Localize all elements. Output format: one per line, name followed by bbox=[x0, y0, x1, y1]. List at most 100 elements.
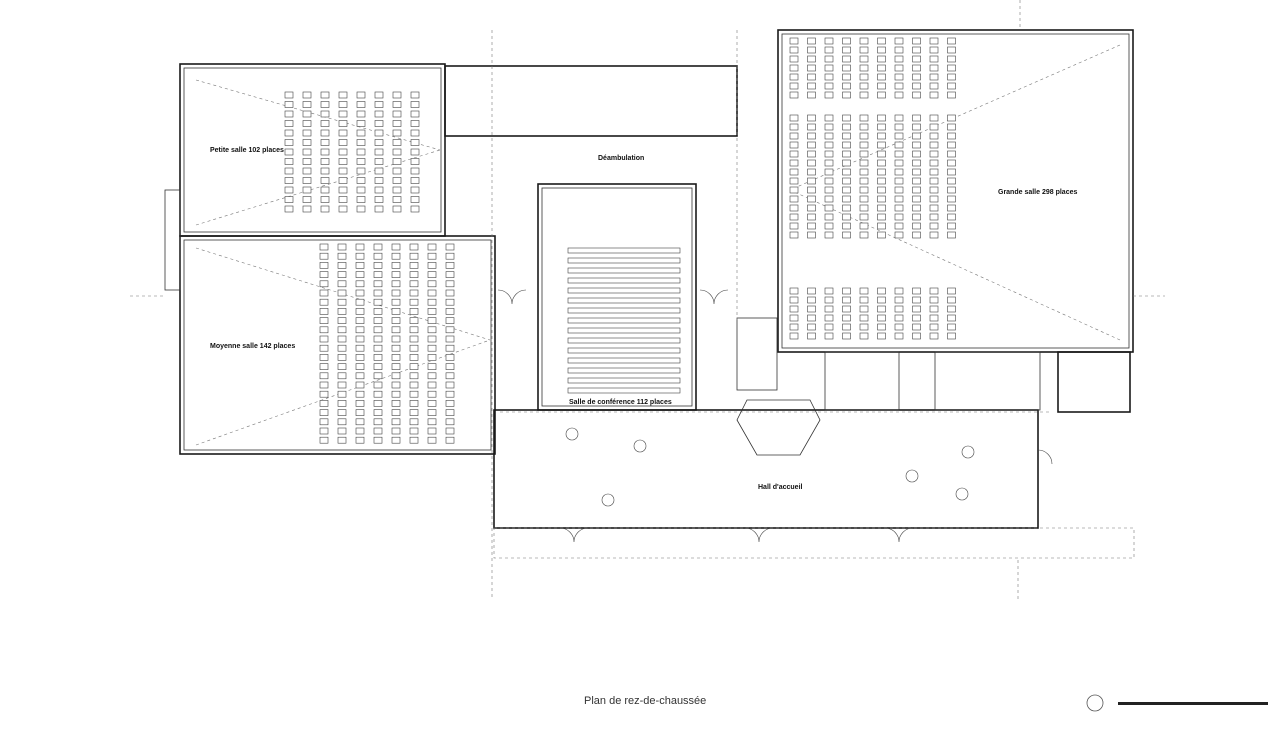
seat bbox=[356, 205, 366, 213]
seat bbox=[824, 195, 834, 203]
seat bbox=[894, 150, 904, 158]
seat bbox=[337, 271, 347, 278]
seat bbox=[337, 308, 347, 315]
seat bbox=[567, 377, 681, 384]
seat bbox=[789, 64, 799, 72]
seat bbox=[445, 252, 455, 260]
seat bbox=[894, 159, 904, 167]
scale-bar bbox=[1118, 702, 1268, 705]
seat bbox=[929, 231, 939, 239]
seat bbox=[824, 231, 834, 239]
seat bbox=[356, 177, 366, 184]
seat bbox=[894, 168, 904, 176]
seat bbox=[894, 332, 904, 340]
seat bbox=[302, 120, 312, 127]
seat bbox=[824, 222, 834, 230]
seat bbox=[373, 326, 383, 334]
seat bbox=[894, 314, 904, 322]
seat bbox=[319, 372, 329, 380]
seat bbox=[807, 195, 816, 203]
seat bbox=[320, 167, 330, 175]
seat bbox=[947, 231, 956, 239]
seat bbox=[338, 101, 348, 108]
seat bbox=[320, 101, 330, 108]
seat bbox=[373, 390, 383, 398]
seat bbox=[929, 150, 939, 158]
outer-walls bbox=[164, 29, 1135, 559]
seat bbox=[929, 37, 939, 45]
seat bbox=[284, 158, 294, 165]
seat bbox=[373, 363, 383, 370]
seat bbox=[789, 123, 799, 131]
seat bbox=[789, 222, 799, 230]
seat bbox=[859, 213, 869, 221]
seat bbox=[567, 367, 681, 374]
seat bbox=[567, 277, 681, 284]
seat bbox=[373, 409, 383, 416]
seat bbox=[355, 262, 365, 269]
seat bbox=[427, 418, 437, 426]
seat bbox=[356, 110, 366, 118]
seat bbox=[842, 64, 851, 72]
seat bbox=[807, 64, 816, 72]
seat bbox=[789, 213, 799, 221]
seat bbox=[789, 168, 799, 176]
seat bbox=[427, 390, 437, 398]
seat bbox=[877, 296, 886, 304]
seat bbox=[373, 252, 383, 260]
seat bbox=[337, 436, 347, 444]
seat bbox=[877, 123, 886, 131]
seat bbox=[374, 148, 384, 156]
seat bbox=[409, 427, 419, 435]
seat bbox=[824, 132, 834, 140]
seat bbox=[807, 332, 816, 340]
conference-room bbox=[537, 183, 697, 411]
seat bbox=[807, 114, 816, 122]
seat bbox=[410, 177, 420, 184]
seat bbox=[789, 91, 799, 99]
seat bbox=[859, 296, 869, 304]
seat bbox=[427, 326, 437, 334]
seat bbox=[859, 55, 869, 63]
seat bbox=[929, 91, 939, 99]
seat bbox=[355, 363, 365, 370]
seat bbox=[410, 205, 420, 213]
seat bbox=[824, 37, 834, 45]
seat bbox=[947, 141, 956, 149]
seat bbox=[320, 139, 330, 146]
seat bbox=[877, 150, 886, 158]
seat bbox=[789, 132, 799, 140]
seat bbox=[947, 195, 956, 203]
seat bbox=[319, 427, 329, 435]
seat bbox=[824, 213, 834, 221]
seat bbox=[319, 418, 329, 426]
seat bbox=[912, 91, 921, 99]
seat bbox=[355, 326, 365, 334]
seat bbox=[824, 82, 834, 90]
seat bbox=[842, 46, 851, 54]
seat bbox=[807, 73, 816, 81]
seat bbox=[912, 46, 921, 54]
seat bbox=[929, 177, 939, 185]
seat bbox=[373, 436, 383, 444]
seat bbox=[319, 262, 329, 269]
seat bbox=[894, 91, 904, 99]
seat bbox=[947, 46, 956, 54]
seat bbox=[392, 120, 402, 127]
seat bbox=[427, 363, 437, 370]
seat bbox=[877, 213, 886, 221]
seat bbox=[842, 177, 851, 185]
seat bbox=[391, 326, 401, 334]
seat bbox=[319, 326, 329, 334]
seat bbox=[929, 213, 939, 221]
seat bbox=[877, 332, 886, 340]
seat bbox=[302, 205, 312, 213]
seat bbox=[842, 150, 851, 158]
seat bbox=[947, 55, 956, 63]
seat bbox=[859, 73, 869, 81]
seat bbox=[392, 158, 402, 165]
seat bbox=[319, 344, 329, 352]
seat bbox=[824, 55, 834, 63]
seat bbox=[410, 101, 420, 108]
seat bbox=[929, 73, 939, 81]
